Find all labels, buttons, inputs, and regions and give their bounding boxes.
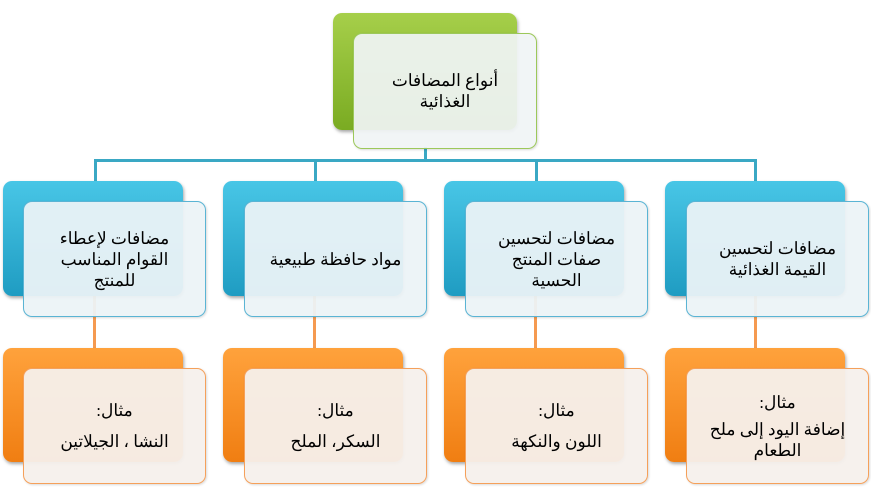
example-node-2[interactable]: مثال: اللون والنكهة	[465, 368, 648, 484]
root-node[interactable]: أنواع المضافات الغذائية	[353, 33, 537, 149]
category-node-4[interactable]: مضافات لإعطاء القوام المناسب للمنتج	[23, 201, 206, 317]
connector-cat-3	[314, 159, 317, 182]
example-node-3[interactable]: مثال: السكر، الملح	[244, 368, 427, 484]
connector-root	[424, 147, 427, 161]
category-label: مواد حافظة طبيعية	[269, 249, 402, 269]
connector-ex-4	[93, 296, 96, 349]
example-text: السكر، الملح	[290, 432, 381, 451]
connector-ex-2	[534, 296, 537, 349]
example-node-1[interactable]: مثال: إضافة اليود إلى ملح الطعام	[686, 368, 869, 484]
example-label: مثال:	[538, 401, 575, 420]
category-node-3[interactable]: مواد حافظة طبيعية	[244, 201, 427, 317]
category-label: مضافات لإعطاء القوام المناسب للمنتج	[59, 228, 170, 290]
category-node-1[interactable]: مضافات لتحسين القيمة الغذائية	[686, 201, 869, 317]
example-text: اللون والنكهة	[511, 432, 602, 451]
example-label: مثال:	[759, 392, 796, 412]
connector-cat-4	[94, 159, 97, 182]
connector-ex-3	[313, 296, 316, 349]
example-label: مثال:	[96, 401, 133, 420]
connector-ex-1	[754, 296, 757, 349]
root-title: أنواع المضافات الغذائية	[391, 71, 499, 111]
connector-cat-2	[535, 159, 538, 182]
connector-horizontal	[94, 159, 756, 162]
category-label: مضافات لتحسين صفات المنتج الحسية	[497, 228, 616, 290]
category-label: مضافات لتحسين القيمة الغذائية	[718, 239, 837, 279]
example-text: إضافة اليود إلى ملح الطعام	[709, 419, 846, 460]
connector-cat-1	[754, 159, 757, 182]
example-node-4[interactable]: مثال: النشا ، الجيلاتين	[23, 368, 206, 484]
example-label: مثال:	[317, 401, 354, 420]
category-node-2[interactable]: مضافات لتحسين صفات المنتج الحسية	[465, 201, 648, 317]
example-text: النشا ، الجيلاتين	[60, 432, 169, 451]
